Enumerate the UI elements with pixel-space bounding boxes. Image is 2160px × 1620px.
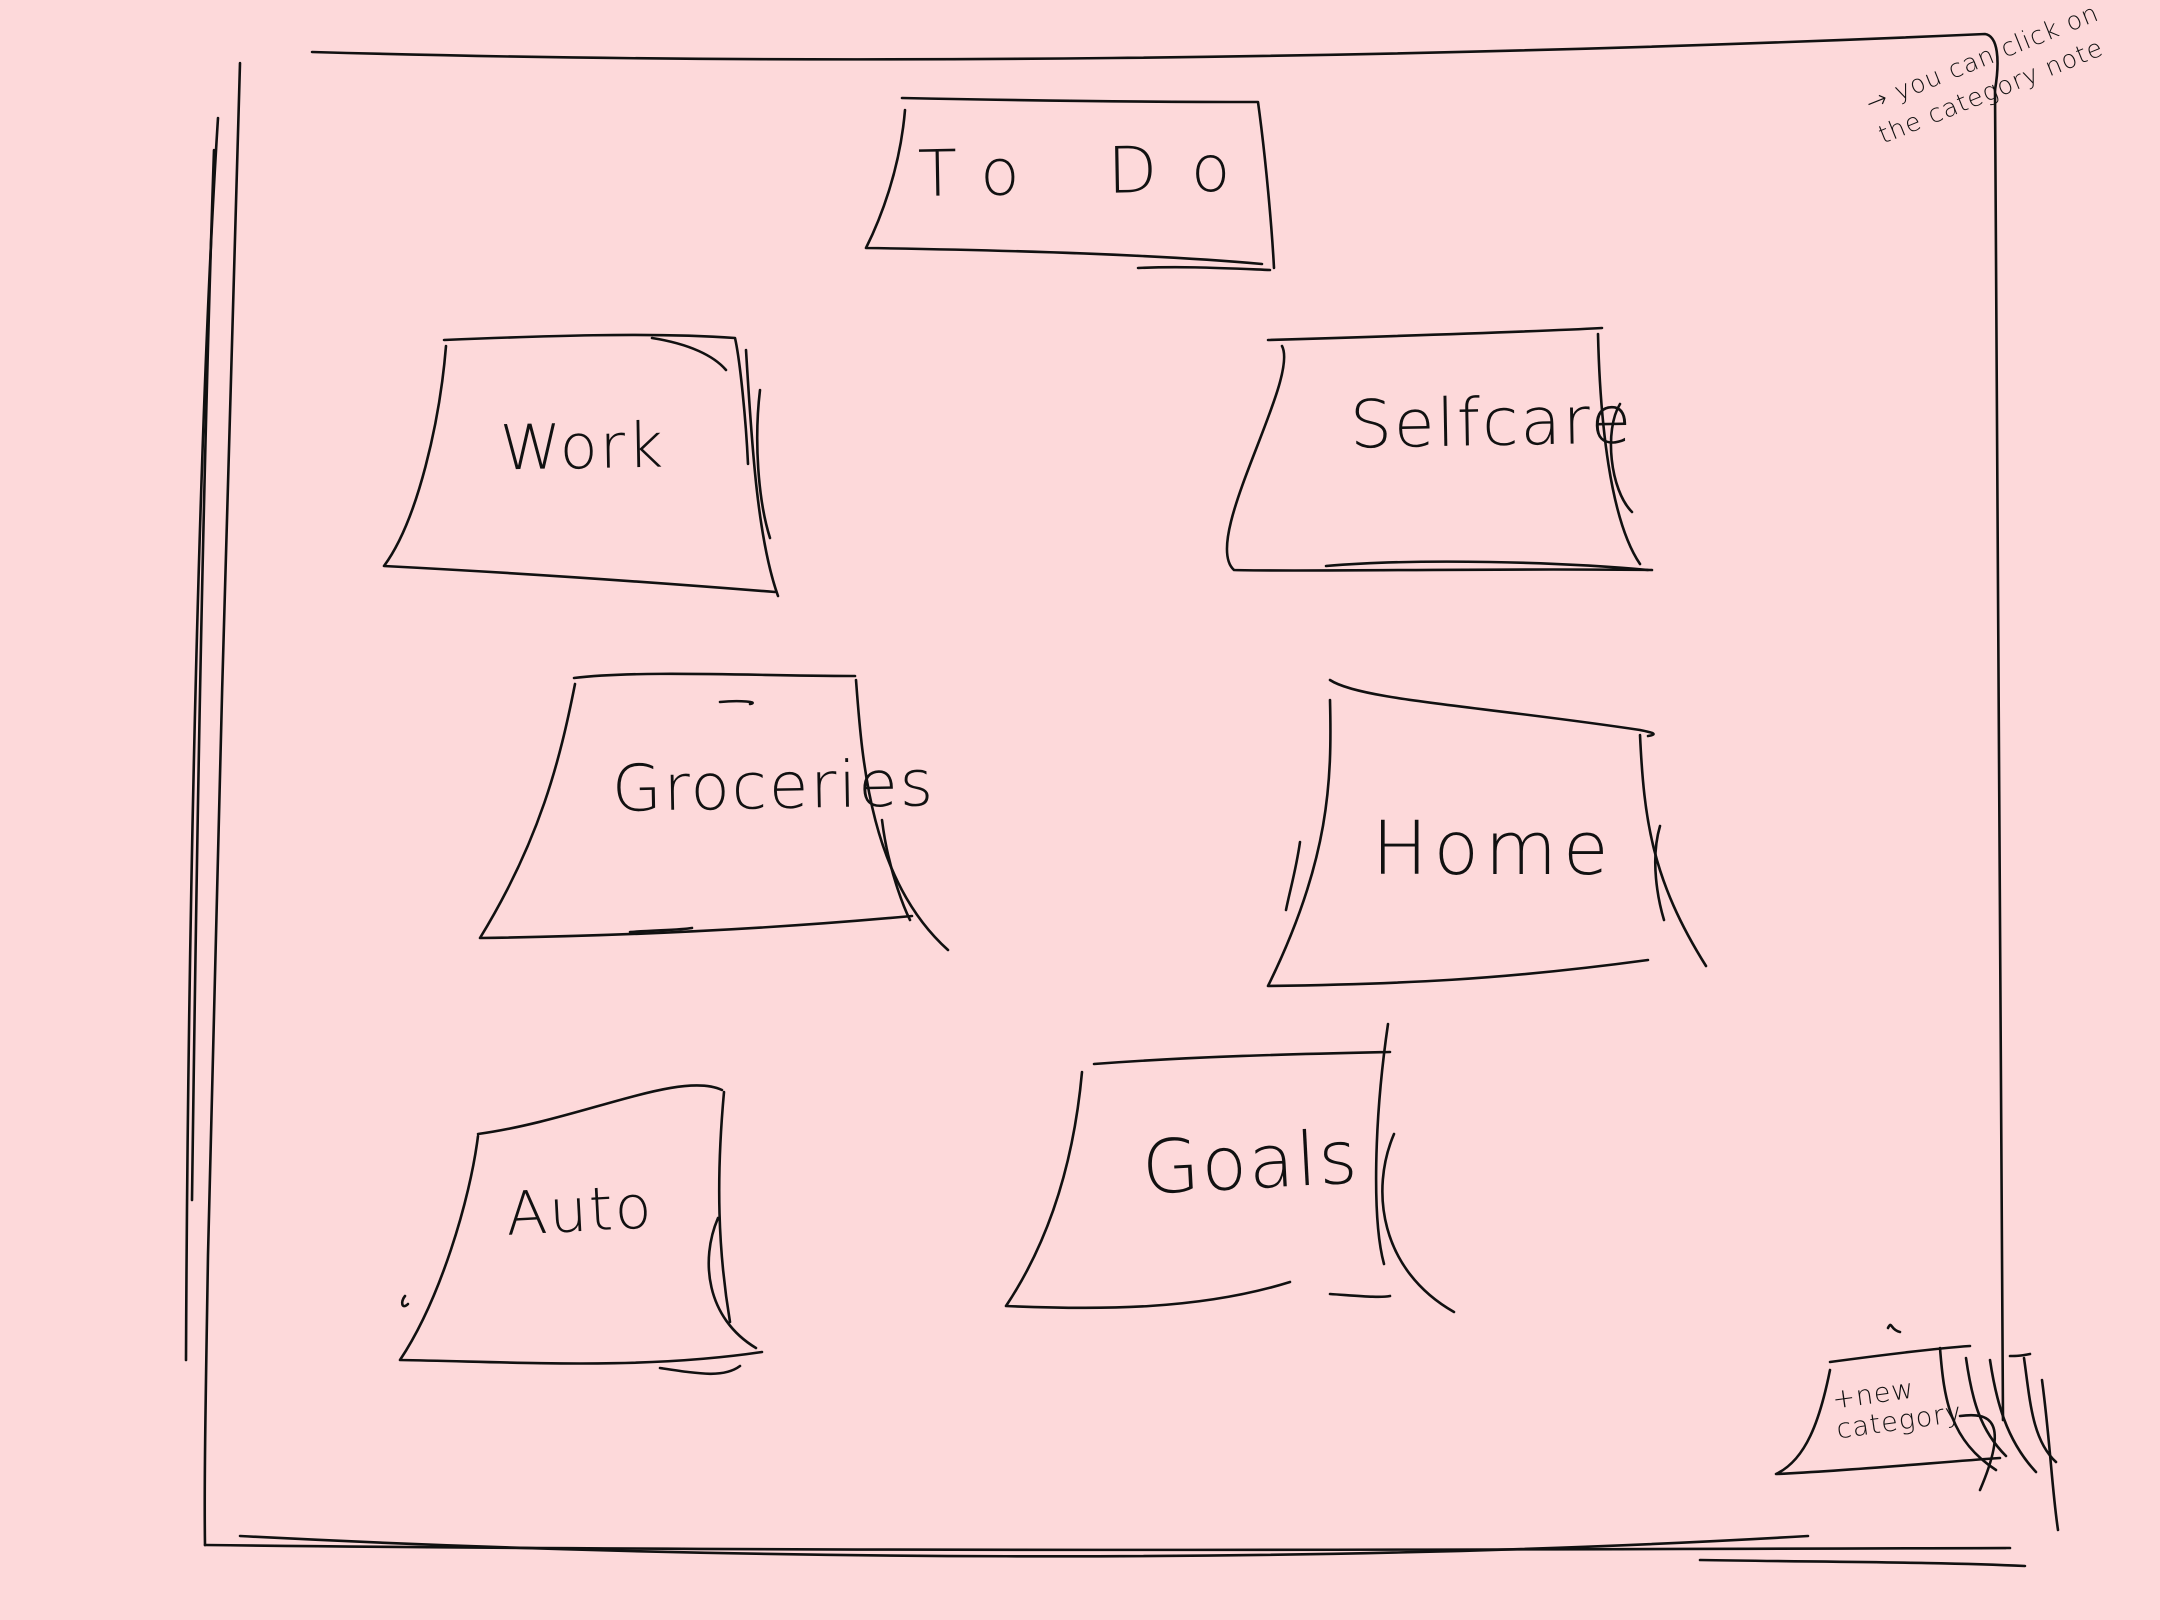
goals-note-outline: [1004, 1022, 1456, 1314]
category-label-home: Home: [1372, 806, 1615, 892]
home-note-outline: [1266, 678, 1708, 988]
groceries-note-outline: [478, 672, 950, 952]
page-title: To Do: [917, 131, 1265, 213]
auto-note-outline: [398, 1084, 764, 1376]
new-category-note-outline: [1774, 1323, 2058, 1492]
work-note-outline: [382, 333, 780, 598]
category-note-groceries[interactable]: [480, 670, 950, 952]
category-note-home[interactable]: [1268, 680, 1708, 988]
selfcare-note-outline: [1225, 326, 1654, 572]
category-note-goals[interactable]: [1006, 1024, 1456, 1314]
category-note-auto[interactable]: [400, 1080, 762, 1378]
title-note-outline: [864, 96, 1276, 272]
category-note-work[interactable]: [384, 334, 778, 596]
board-frame: [184, 32, 2060, 1568]
category-note-selfcare[interactable]: [1234, 328, 1654, 572]
new-category-button[interactable]: [1776, 1320, 2060, 1480]
